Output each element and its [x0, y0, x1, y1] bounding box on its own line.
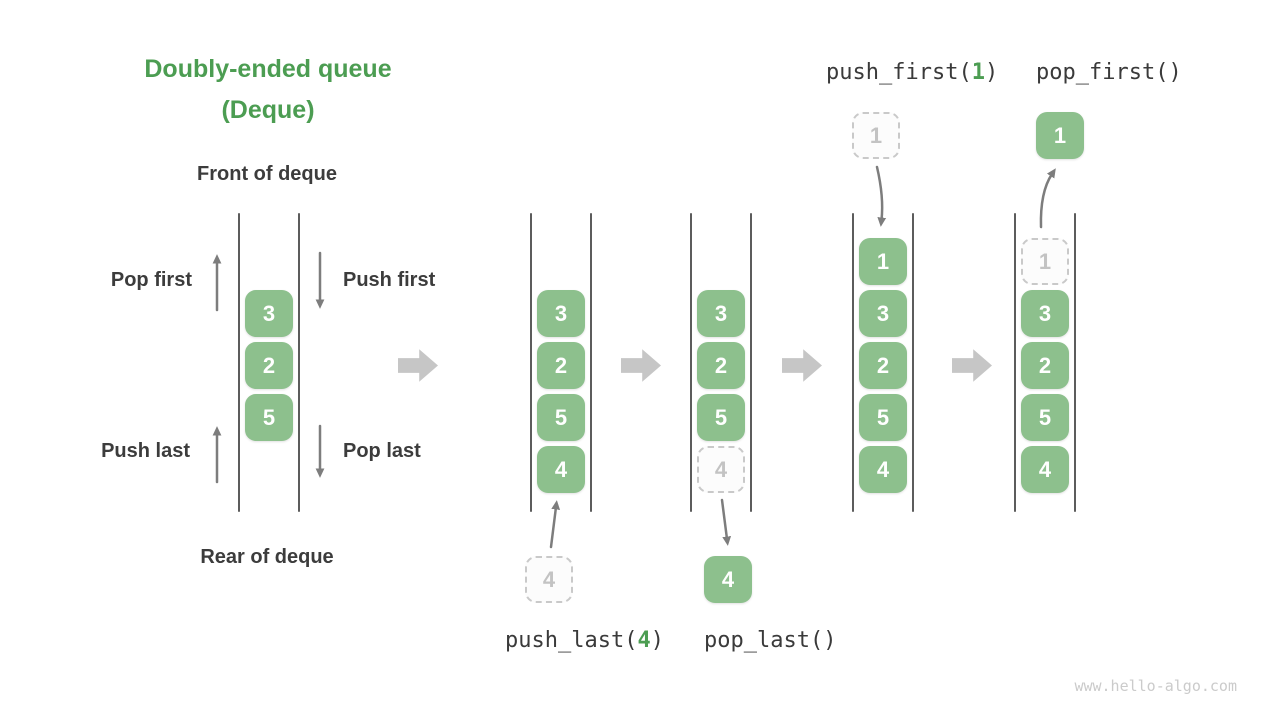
- push-last-call-pre: push_last(: [505, 628, 638, 653]
- push-first-call-arg: 1: [971, 60, 985, 85]
- deque-wall-right: [750, 213, 752, 512]
- push-last-call-arg: 4: [637, 628, 651, 653]
- deque-cell: 2: [245, 342, 293, 389]
- deque-cell-ghost: 1: [1021, 238, 1069, 285]
- deque-initial: 3 2 5: [238, 213, 300, 512]
- pop-last-call-label: pop_last(): [704, 628, 837, 653]
- front-of-deque-label: Front of deque: [197, 163, 337, 185]
- deque-wall-left: [690, 213, 692, 512]
- pop-first-call-label: pop_first(): [1036, 60, 1182, 85]
- deque-pop-last: 3 2 5 4: [690, 213, 752, 512]
- push-first-call-pre: push_first(: [826, 60, 972, 85]
- push-last-label: Push last: [101, 440, 190, 462]
- push-last-call-post: ): [650, 628, 664, 653]
- step-arrow-icon: [621, 349, 661, 382]
- pop-last-label: Pop last: [343, 440, 421, 462]
- deque-cell-ghost: 4: [697, 446, 745, 493]
- step-arrow-icon: [952, 349, 992, 382]
- push-last-call-label: push_last(4): [505, 628, 664, 653]
- deque-cell: 5: [245, 394, 293, 441]
- pop-first-label: Pop first: [110, 269, 192, 291]
- deque-push-first: 1 3 2 5 4: [852, 213, 914, 512]
- deque-cell: 5: [859, 394, 907, 441]
- deque-wall-right: [298, 213, 300, 512]
- deque-cell: 5: [697, 394, 745, 441]
- incoming-cell-push-first: 1: [852, 112, 900, 159]
- deque-cell: 5: [1021, 394, 1069, 441]
- deque-cell: 2: [697, 342, 745, 389]
- deque-cell: 3: [537, 290, 585, 337]
- deque-cell: 4: [1021, 446, 1069, 493]
- deque-cell: 3: [245, 290, 293, 337]
- deque-push-last: 3 2 5 4: [530, 213, 592, 512]
- deque-cell: 4: [859, 446, 907, 493]
- deque-wall-right: [912, 213, 914, 512]
- step-arrow-icon: [782, 349, 822, 382]
- deque-wall-left: [238, 213, 240, 512]
- outgoing-cell-pop-last: 4: [704, 556, 752, 603]
- deque-wall-left: [1014, 213, 1016, 512]
- deque-cell: 3: [859, 290, 907, 337]
- push-first-call-post: ): [984, 60, 999, 85]
- watermark: www.hello-algo.com: [1074, 677, 1237, 695]
- deque-cell: 2: [859, 342, 907, 389]
- deque-wall-right: [590, 213, 592, 512]
- step-arrow-icon: [398, 349, 438, 382]
- deque-cell: 3: [697, 290, 745, 337]
- deque-cell: 2: [1021, 342, 1069, 389]
- deque-cell: 5: [537, 394, 585, 441]
- page-subtitle: (Deque): [221, 96, 315, 124]
- deque-pop-first: 1 3 2 5 4: [1014, 213, 1076, 512]
- push-first-call-label: push_first(1): [826, 60, 998, 85]
- deque-wall-left: [530, 213, 532, 512]
- incoming-cell-push-last: 4: [525, 556, 573, 603]
- push-first-label: Push first: [343, 269, 436, 291]
- push-last-insert-arrow-icon: [549, 500, 561, 549]
- deque-cell: 1: [859, 238, 907, 285]
- page-title: Doubly-ended queue: [144, 55, 392, 83]
- rear-of-deque-label: Rear of deque: [200, 546, 334, 568]
- outgoing-cell-pop-first: 1: [1036, 112, 1084, 159]
- deque-wall-right: [1074, 213, 1076, 512]
- deque-wall-left: [852, 213, 854, 512]
- deque-cell: 2: [537, 342, 585, 389]
- deque-cell: 4: [537, 446, 585, 493]
- deque-cell: 3: [1021, 290, 1069, 337]
